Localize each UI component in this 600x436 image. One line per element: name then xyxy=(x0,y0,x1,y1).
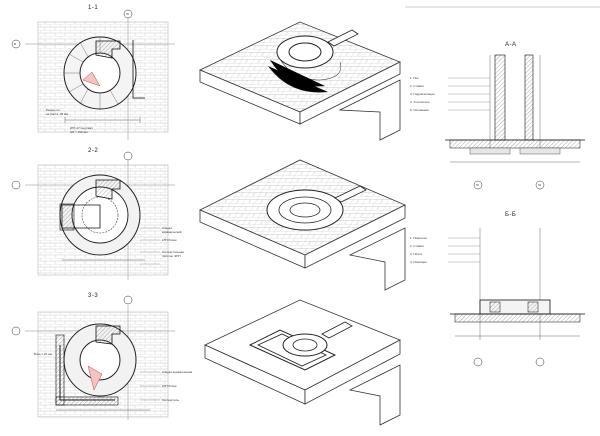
section-a-a xyxy=(445,54,585,190)
plan-3-note-3: КГП блоки xyxy=(162,384,177,388)
axis-marker-top: Ю xyxy=(126,12,130,16)
axis-marker-left: В xyxy=(14,42,17,46)
plan-2-note-2: керамический xyxy=(162,230,182,234)
plan-3-note-1: Бокс = 27 пм xyxy=(34,352,52,356)
sec-a-layer-1: 1. Пол xyxy=(410,76,419,80)
axonometric-view-3 xyxy=(204,299,401,426)
axonometric-view-1 xyxy=(199,21,401,141)
plan-1-note-a1: Разрез по xyxy=(46,108,60,112)
sec-a-layer-4: 4. Утеплитель xyxy=(410,100,430,104)
sec-a-layer-5: 5. Основание xyxy=(410,108,429,112)
plan-2-2-title: 2-2 xyxy=(88,148,99,154)
plan-3-3 xyxy=(11,295,175,420)
plan-1-1-title: 1-1 xyxy=(88,5,99,11)
plan-2-note-5: полотно ЭПП xyxy=(162,254,181,258)
plan-1-note-a2: на борта, 35 мм xyxy=(46,112,69,116)
sec-b-layer-4: 4. Изоляция xyxy=(410,260,427,264)
section-b-b xyxy=(448,228,585,367)
plan-2-note-4: Геотекстильная xyxy=(162,250,184,254)
plan-1-note-b2: h/d = 150 мм xyxy=(70,130,88,134)
sec-b-layer-1: 1. Покрытие xyxy=(410,236,428,240)
plan-3-3-title: 3-3 xyxy=(88,293,99,299)
plan-3-note-2: Кладка керамическая xyxy=(162,370,193,374)
plan-1-note-b1: 2ПГ-27 (чертёж) xyxy=(70,126,93,130)
plan-2-note-1: Кладка xyxy=(162,226,172,230)
axonometric-view-2 xyxy=(199,159,406,291)
sec-b-layer-3: 3. Плита xyxy=(410,252,422,256)
section-a-a-title: А-А xyxy=(505,42,517,48)
sec-b-layer-2: 2. Стяжка xyxy=(410,244,424,248)
plan-2-note-3: КГП блоки xyxy=(162,238,177,242)
sec-a-layer-2: 2. Стяжка xyxy=(410,84,424,88)
section-b-b-title: Б-Б xyxy=(505,212,517,218)
sec-a-layer-3: 3. Гидроизоляция xyxy=(410,92,435,96)
plan-2-2 xyxy=(11,151,175,280)
axis-marker-bottom-2: Ю xyxy=(538,183,542,187)
axis-marker-bottom-1: Ю xyxy=(476,183,480,187)
plan-1-1 xyxy=(11,9,175,140)
plan-3-note-4: Геотекстиль xyxy=(162,398,179,402)
